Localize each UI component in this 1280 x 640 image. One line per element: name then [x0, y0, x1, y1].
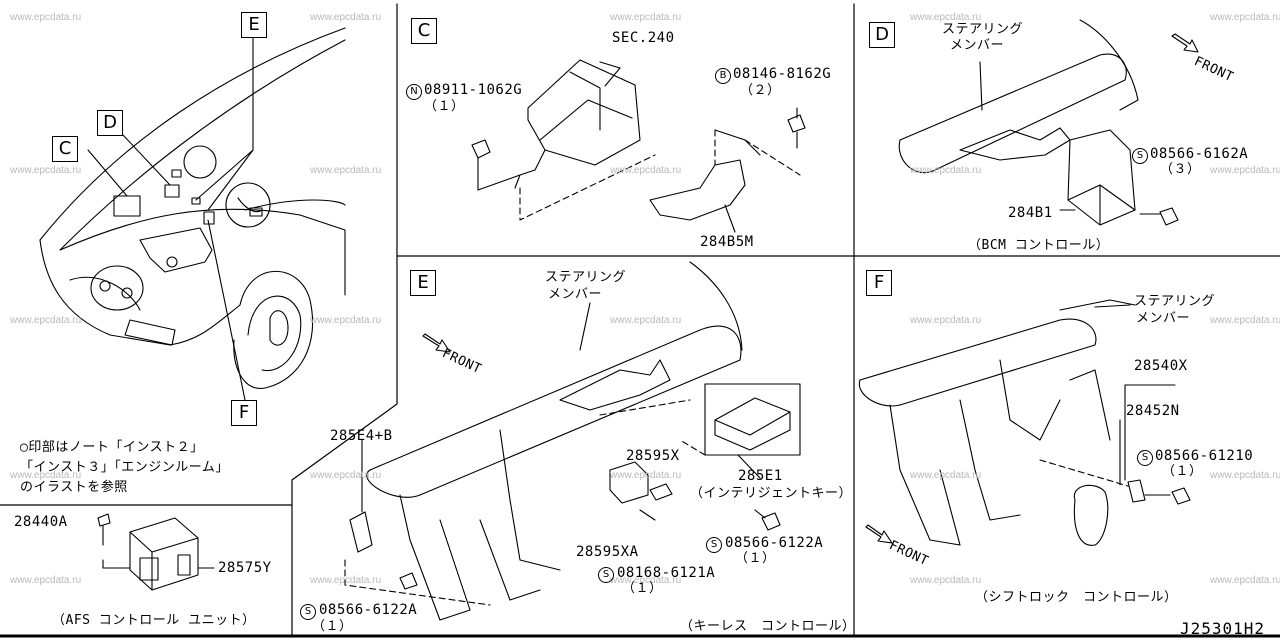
- section-c-nut-qty: （１）: [424, 99, 465, 114]
- callout-label-f[interactable]: F: [231, 400, 257, 426]
- watermark: www.epcdata.ru: [310, 470, 382, 481]
- section-d-illustration: [898, 19, 1199, 226]
- callout-label-c[interactable]: C: [52, 136, 78, 162]
- note-line-1: ◯印部はノート「インスト２」: [20, 440, 204, 455]
- section-e-label: E: [410, 270, 436, 296]
- afs-unit-illustration: [97, 513, 215, 591]
- section-e-screw-2-qty: （１）: [622, 581, 663, 596]
- section-d-screw-part: 08566-6162A: [1150, 146, 1249, 162]
- part-number-afs-bolt: 28440A: [14, 514, 68, 530]
- section-f-member-line-1: ステアリング: [1134, 294, 1216, 309]
- watermark: www.epcdata.ru: [1210, 470, 1280, 481]
- section-f-part-b: 28452N: [1126, 403, 1180, 419]
- section-d-module-part: 284B1: [1008, 205, 1053, 221]
- diagram-reference-number: J25301H2: [1180, 619, 1266, 638]
- watermark: www.epcdata.ru: [610, 575, 682, 586]
- section-e-screw-1-qty: （１）: [735, 551, 776, 566]
- section-d-screw-qty: （３）: [1160, 162, 1201, 177]
- section-e-screw-3-part: 08566-6122A: [319, 602, 418, 618]
- watermark: www.epcdata.ru: [910, 470, 982, 481]
- watermark: www.epcdata.ru: [10, 315, 82, 326]
- watermark: www.epcdata.ru: [10, 575, 82, 586]
- section-f-screw-part: 08566-61210: [1155, 448, 1254, 464]
- car-overview-illustration: [39, 27, 346, 401]
- nut-prefix-icon: N: [406, 84, 422, 100]
- watermark: www.epcdata.ru: [610, 165, 682, 176]
- watermark: www.epcdata.ru: [910, 165, 982, 176]
- watermark: www.epcdata.ru: [910, 315, 982, 326]
- section-d-label: D: [869, 22, 895, 48]
- note-line-3: のイラストを参照: [20, 480, 128, 495]
- section-f-part-a: 28540X: [1134, 358, 1188, 374]
- section-e-part-a: 285E4+B: [330, 428, 393, 444]
- watermark: www.epcdata.ru: [310, 575, 382, 586]
- watermark: www.epcdata.ru: [310, 315, 382, 326]
- section-c-label: C: [411, 18, 437, 44]
- section-e-part-d: 28595XA: [576, 544, 639, 560]
- watermark: www.epcdata.ru: [10, 470, 82, 481]
- section-c-bolt-part: 08146-8162G: [733, 66, 832, 82]
- section-e-screw-1-part: 08566-6122A: [725, 535, 824, 551]
- section-e-part-b: 28595X: [626, 448, 680, 464]
- watermark: www.epcdata.ru: [310, 12, 382, 23]
- section-e-illustration: [344, 261, 801, 621]
- callout-label-e[interactable]: E: [241, 12, 267, 38]
- section-e-screw-3-qty: （１）: [312, 619, 353, 634]
- watermark: www.epcdata.ru: [1210, 575, 1280, 586]
- screw-prefix-icon: S: [598, 567, 614, 583]
- watermark: www.epcdata.ru: [610, 470, 682, 481]
- watermark: www.epcdata.ru: [10, 12, 82, 23]
- screw-prefix-icon: S: [1132, 148, 1148, 164]
- section-d-caption: （BCM コントロール）: [968, 238, 1110, 253]
- section-e-caption: （キーレス コントロール）: [680, 619, 856, 634]
- section-e-part-c: 285E1: [738, 468, 783, 484]
- watermark: www.epcdata.ru: [1210, 12, 1280, 23]
- section-e-part-c-description: （インテリジェントキー）: [690, 486, 853, 501]
- panel-dividers: [0, 3, 1280, 638]
- watermark: www.epcdata.ru: [910, 12, 982, 23]
- watermark: www.epcdata.ru: [610, 315, 682, 326]
- section-e-member-line-2: メンバー: [548, 287, 603, 302]
- watermark: www.epcdata.ru: [310, 165, 382, 176]
- section-c-nut-part: 08911-1062G: [424, 82, 523, 98]
- watermark: www.epcdata.ru: [610, 12, 682, 23]
- section-f-screw-qty: （１）: [1162, 464, 1203, 479]
- note-line-2: 「インスト３」「エンジンルーム」: [20, 460, 229, 475]
- section-c-sec-reference: SEC.240: [612, 30, 675, 46]
- section-c-bracket-part: 284B5M: [700, 234, 754, 250]
- section-c-illustration: [471, 59, 806, 233]
- part-number-afs-unit: 28575Y: [218, 560, 272, 576]
- section-f-caption: （シフトロック コントロール）: [975, 590, 1178, 605]
- section-c-bolt-qty: （２）: [740, 83, 781, 98]
- section-d-member-line-2: メンバー: [950, 38, 1005, 53]
- bolt-prefix-icon: B: [715, 68, 731, 84]
- watermark: www.epcdata.ru: [1210, 165, 1280, 176]
- section-f-illustration: [858, 299, 1191, 546]
- section-f-label: F: [866, 270, 892, 296]
- screw-prefix-icon: S: [706, 537, 722, 553]
- callout-label-d[interactable]: D: [97, 110, 123, 136]
- screw-prefix-icon: S: [1137, 450, 1153, 466]
- section-f-member-line-2: メンバー: [1136, 311, 1191, 326]
- watermark: www.epcdata.ru: [1210, 315, 1280, 326]
- watermark: www.epcdata.ru: [10, 165, 82, 176]
- watermark: www.epcdata.ru: [910, 575, 982, 586]
- screw-prefix-icon: S: [300, 604, 316, 620]
- section-e-member-line-1: ステアリング: [545, 270, 627, 285]
- section-d-member-line-1: ステアリング: [942, 22, 1024, 37]
- section-e-screw-2-part: 08168-6121A: [617, 565, 716, 581]
- afs-caption: （AFS コントロール ユニット）: [52, 613, 256, 628]
